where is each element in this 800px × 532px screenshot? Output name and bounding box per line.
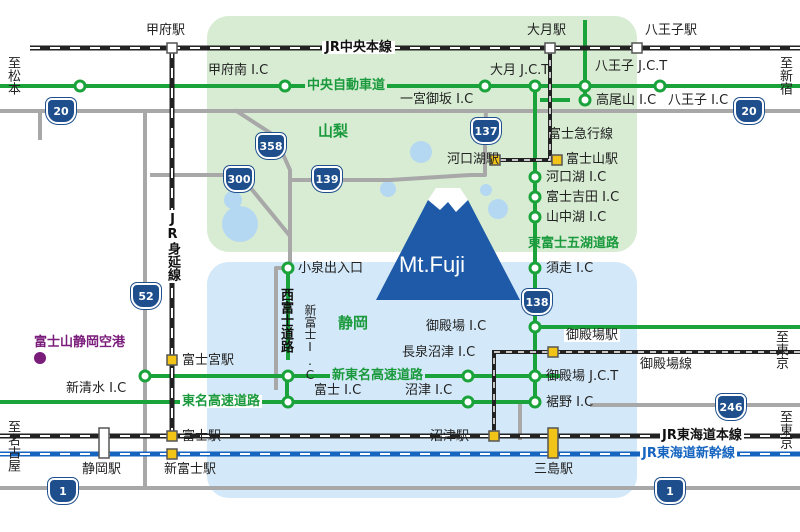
airport-marker xyxy=(34,352,46,364)
mt-fuji-label: Mt.Fuji xyxy=(399,252,465,277)
ic-subashiri: 須走 I.C xyxy=(546,261,594,276)
fujikyu-line-label: 富士急行線 xyxy=(548,127,614,142)
direction-matsumoto: 至松本 xyxy=(5,56,20,95)
station-kawaguchiko: 河口湖駅 xyxy=(447,152,500,167)
ic-yamanakako: 山中湖 I.C xyxy=(546,210,607,225)
ic-numazu: 沼津 I.C xyxy=(405,383,453,398)
ic-takaozan: 高尾山 I.C xyxy=(596,93,657,108)
route-shield-52: 52 xyxy=(131,283,161,309)
ic-susono: 裾野 I.C xyxy=(546,395,594,410)
ic-otsuki-jct: 大月 J.C.T xyxy=(490,63,550,78)
station-shinfuji: 新富士駅 xyxy=(164,462,217,477)
station-otsuki: 大月駅 xyxy=(527,23,567,38)
ic-fujiyoshida: 富士吉田 I.C xyxy=(546,190,620,205)
ic-ichinomiya-misaka: 一宮御坂 I.C xyxy=(400,92,474,107)
lakes xyxy=(222,141,508,242)
ic-gotemba: 御殿場 I.C xyxy=(426,319,487,334)
chuo-expressway-label: 中央自動車道 xyxy=(305,78,388,93)
station-fuji: 富士駅 xyxy=(182,429,222,444)
ic-gotemba-jct: 御殿場 J.C.T xyxy=(546,369,619,384)
route-shield-300: 300 xyxy=(224,166,254,192)
chuo-line-label: JR中央本線 xyxy=(322,41,395,54)
route-shield-139: 139 xyxy=(312,166,342,192)
direction-nagoya: 至名古屋 xyxy=(5,420,20,472)
ic-hachioji-jct: 八王子 J.C.T xyxy=(595,59,668,74)
ic-nagaizumi-numazu: 長泉沼津 I.C xyxy=(402,345,476,360)
mt-fuji-shape xyxy=(376,188,520,300)
station-fujisan: 富士山駅 xyxy=(566,152,619,167)
shin-tomei-label: 新東名高速道路 xyxy=(330,368,426,383)
direction-tokyo-upper: 至東京 xyxy=(773,330,788,369)
station-numazu: 沼津駅 xyxy=(430,429,470,444)
route-shield-138: 138 xyxy=(522,289,552,315)
direction-tokyo-lower: 至東京 xyxy=(777,410,792,449)
route-shield-20-east: 20 xyxy=(734,98,764,124)
station-gotemba: 御殿場駅 xyxy=(564,328,621,343)
yamanashi-region xyxy=(207,16,637,252)
ic-fuji: 富士 I.C xyxy=(314,383,362,398)
route-shield-246: 246 xyxy=(716,394,746,420)
airport-label: 富士山静岡空港 xyxy=(34,335,126,350)
ic-koizumi: 小泉出入口 xyxy=(298,261,364,276)
station-fujinomiya: 富士宮駅 xyxy=(182,353,235,368)
tomei-label: 東名高速道路 xyxy=(180,394,263,409)
station-kofu: 甲府駅 xyxy=(146,23,186,38)
interchange-markers xyxy=(73,79,667,409)
station-markers xyxy=(98,42,643,460)
yamanashi-label: 山梨 xyxy=(318,122,349,140)
nishi-fuji-road-label: 西富士道路 xyxy=(278,288,293,353)
station-hachioji: 八王子駅 xyxy=(645,23,698,38)
ic-hachioji: 八王子 I.C xyxy=(668,93,729,108)
shin-fuji-ic-label: 新富士I.C xyxy=(303,304,317,382)
route-shield-1-east: 1 xyxy=(655,478,685,504)
ic-kofu-minami: 甲府南 I.C xyxy=(208,63,269,78)
station-shizuoka: 静岡駅 xyxy=(82,462,122,477)
route-shield-20-west: 20 xyxy=(46,98,76,124)
ic-kawaguchiko: 河口湖 I.C xyxy=(546,170,607,185)
shinkansen-label: JR東海道新幹線 xyxy=(640,446,737,461)
minobu-line-label: JR身延線 xyxy=(165,210,180,283)
gotemba-line-label: 御殿場線 xyxy=(640,357,693,372)
station-mishima: 三島駅 xyxy=(534,462,574,477)
ic-shinshimizu: 新清水 I.C xyxy=(66,381,127,396)
higashi-fuji-goko-label: 東富士五湖道路 xyxy=(528,236,620,251)
shizuoka-label: 静岡 xyxy=(338,314,369,332)
route-shield-358: 358 xyxy=(256,133,286,159)
tokaido-line-label: JR東海道本線 xyxy=(660,428,744,443)
route-shield-1-west: 1 xyxy=(48,478,78,504)
direction-shinjuku: 至新宿 xyxy=(777,56,792,95)
route-shield-137: 137 xyxy=(471,118,501,144)
